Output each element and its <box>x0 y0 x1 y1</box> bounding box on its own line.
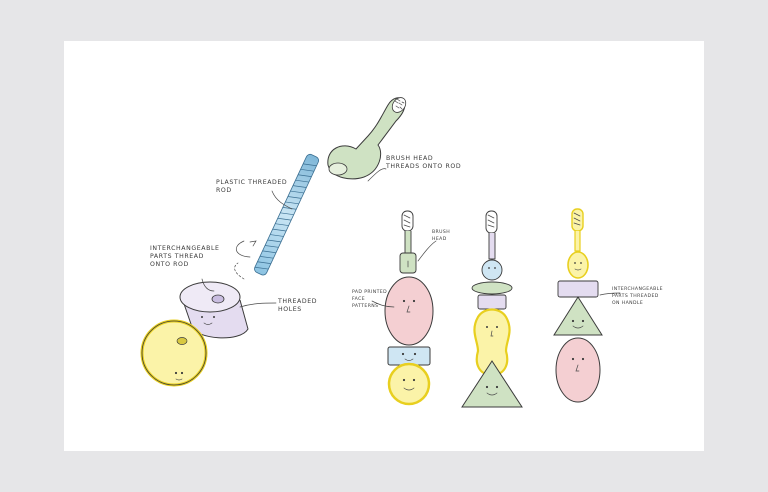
bristles <box>391 97 407 113</box>
interchangeable-ring-part <box>179 281 249 339</box>
label-plastic-threaded-rod: PLASTIC THREADED ROD <box>216 179 290 194</box>
exploded-toothbrush <box>140 97 407 387</box>
label-interchangeable-parts: INTERCHANGEABLE PARTS THREAD ONTO ROD <box>150 245 222 268</box>
label-brush-head-small: BRUSH HEAD <box>432 229 452 242</box>
label-pad-printed: PAD PRINTED FACE PATTERNS <box>352 289 389 309</box>
label-brush-head: BRUSH HEAD THREADS ONTO ROD <box>385 155 461 170</box>
label-threaded-holes: THREADED HOLES <box>277 298 320 313</box>
toothbrush-variant-3 <box>553 208 621 403</box>
toothbrush-variant-1 <box>371 210 437 406</box>
label-interchangeable-handle: INTERCHANGEABLE PARTS THREADED ON HANDLE <box>612 286 665 306</box>
toothbrush-concept-sketch: PLASTIC THREADED ROD BRUSH HEAD THREADS … <box>140 97 665 408</box>
sketch-sheet: PLASTIC THREADED ROD BRUSH HEAD THREADS … <box>64 41 704 451</box>
brush-head <box>327 97 407 180</box>
interchangeable-ball-part <box>140 319 208 387</box>
plastic-threaded-rod <box>254 153 320 276</box>
toothbrush-variant-2 <box>461 210 523 408</box>
